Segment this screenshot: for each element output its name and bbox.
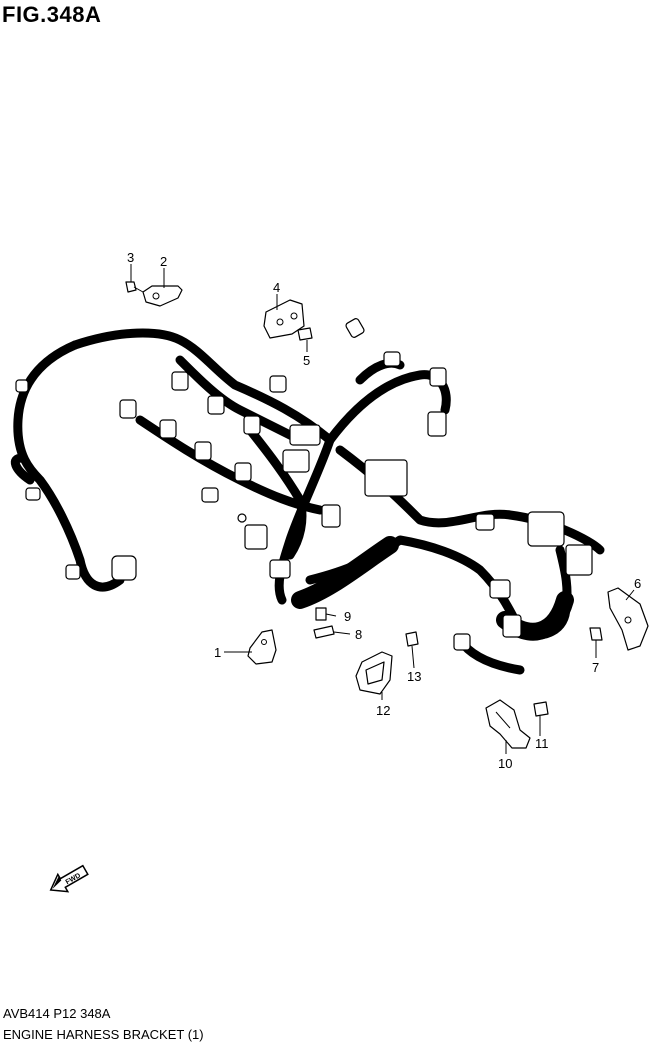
callout-9: 9 bbox=[344, 609, 351, 624]
bracket-part-2 bbox=[142, 285, 183, 307]
engine-wiring-harness bbox=[10, 318, 605, 675]
bolt-part-9 bbox=[315, 607, 327, 621]
callout-12: 12 bbox=[376, 703, 390, 718]
bolt-part-3 bbox=[125, 281, 144, 293]
callout-6: 6 bbox=[634, 576, 641, 591]
callout-13: 13 bbox=[407, 669, 421, 684]
footer-title: ENGINE HARNESS BRACKET (1) bbox=[3, 1027, 204, 1042]
fwd-arrow-icon: FWD bbox=[49, 864, 89, 893]
bolt-part-11 bbox=[533, 701, 549, 717]
bolt-part-7 bbox=[589, 627, 603, 641]
clip-part-8 bbox=[313, 625, 335, 639]
callout-11: 11 bbox=[535, 736, 549, 751]
callout-3: 3 bbox=[127, 250, 134, 265]
footer-code: AVB414 P12 348A bbox=[3, 1006, 111, 1021]
callout-4: 4 bbox=[273, 280, 280, 295]
figure-title: FIG.348A bbox=[2, 2, 102, 27]
bracket-part-10 bbox=[485, 699, 531, 749]
bolt-part-13 bbox=[405, 631, 419, 647]
callout-5: 5 bbox=[303, 353, 310, 368]
callout-8: 8 bbox=[355, 627, 362, 642]
callout-1: 1 bbox=[214, 645, 221, 660]
callout-10: 10 bbox=[498, 756, 512, 771]
bracket-part-1 bbox=[247, 629, 277, 665]
callout-7: 7 bbox=[592, 660, 599, 675]
bracket-part-6 bbox=[607, 587, 649, 651]
callout-2: 2 bbox=[160, 254, 167, 269]
leader-lines bbox=[130, 264, 635, 754]
bracket-part-12 bbox=[355, 651, 393, 695]
bolt-part-5 bbox=[297, 327, 313, 341]
